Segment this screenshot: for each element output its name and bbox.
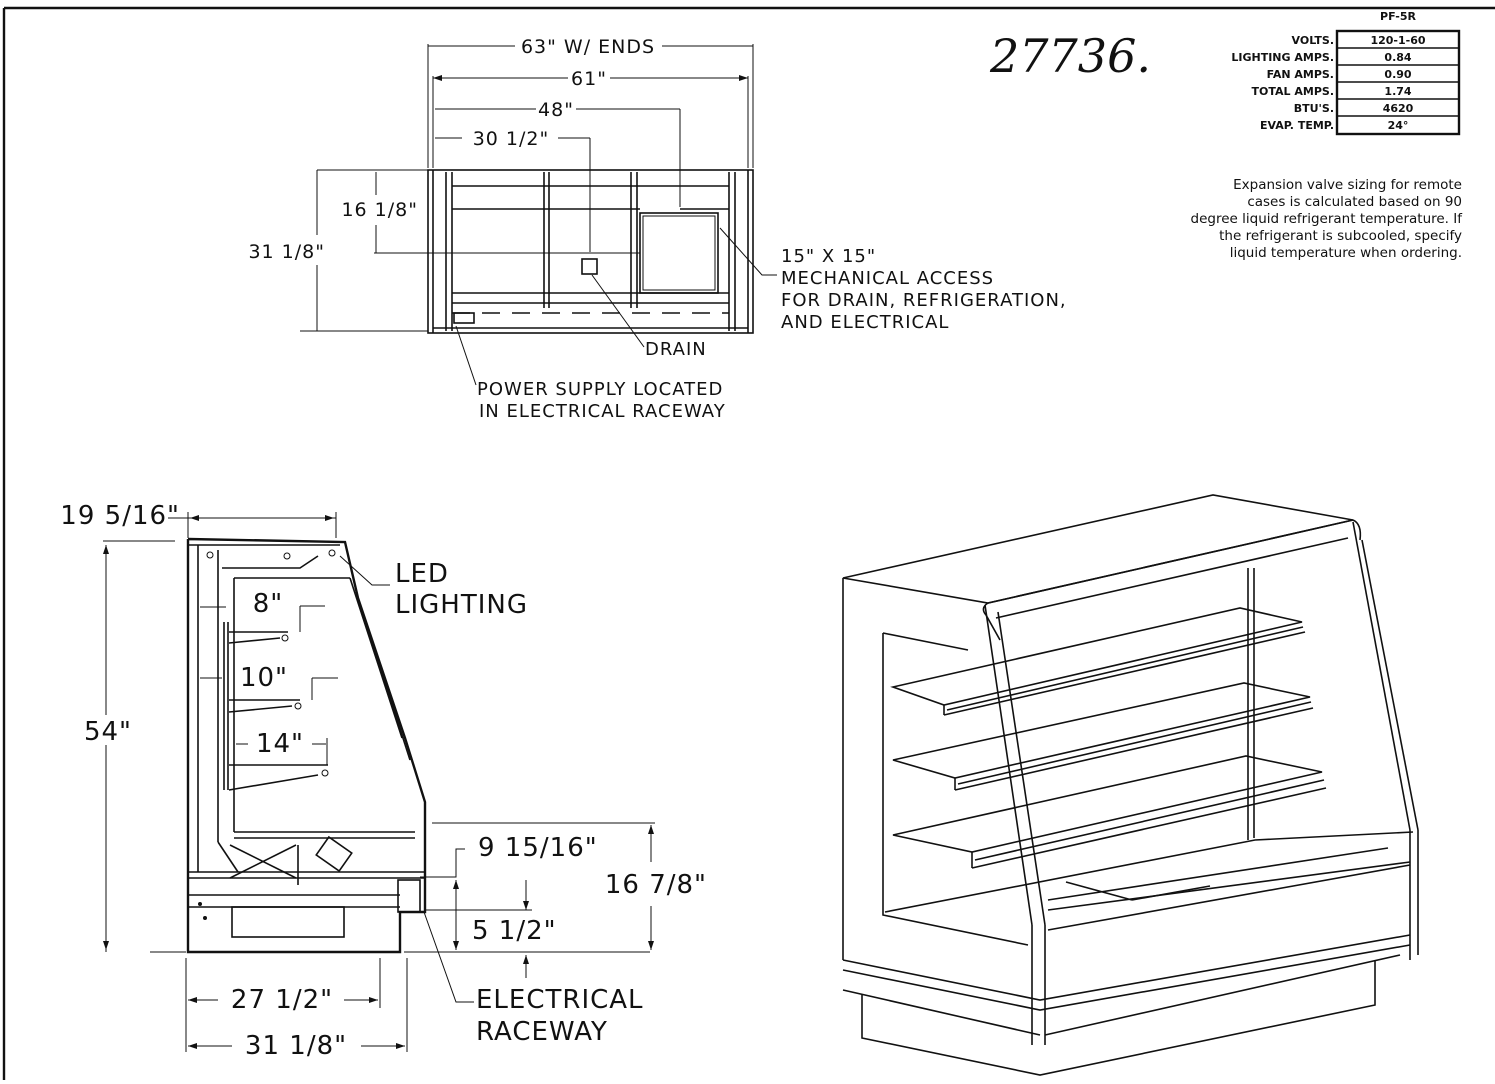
dim-5-half: 5 1/2" — [472, 916, 557, 946]
dim-19-5-16: 19 5/16" — [60, 501, 180, 531]
dim-31-eighth-section: 31 1/8" — [245, 1031, 347, 1061]
raceway-label-2: RACEWAY — [476, 1017, 608, 1047]
dim-shelf-10: 10" — [240, 663, 288, 693]
spec-label: EVAP. TEMP. — [1260, 119, 1334, 132]
note-line: Expansion valve sizing for remote — [1233, 177, 1462, 193]
drain-symbol — [581, 258, 598, 275]
expansion-valve-note: Expansion valve sizing for remote cases … — [1191, 177, 1464, 261]
power-supply-box — [453, 312, 475, 324]
canopy-top — [842, 494, 1354, 604]
led-label-2: LIGHTING — [395, 590, 528, 620]
sheet-border — [2, 6, 1495, 1080]
access-label-1: MECHANICAL ACCESS — [781, 268, 994, 289]
dim-16-eighth: 16 1/8" — [341, 199, 418, 221]
spec-label: BTU'S. — [1294, 102, 1334, 115]
dim-27-half: 27 1/2" — [231, 985, 333, 1015]
shelf — [892, 682, 1314, 791]
spec-value: 120-1-60 — [1370, 34, 1425, 47]
dim-9-15-16: 9 15/16" — [478, 833, 598, 863]
led-label-1: LED — [395, 559, 449, 589]
power-supply-label-2: IN ELECTRICAL RACEWAY — [479, 401, 726, 422]
spec-label: FAN AMPS. — [1267, 68, 1334, 81]
spec-row: EVAP. TEMP. 24° — [1260, 119, 1408, 132]
spec-row: TOTAL AMPS. 1.74 — [1252, 85, 1412, 98]
mechanical-access-panel — [639, 212, 719, 294]
dim-shelf-8: 8" — [253, 589, 284, 619]
base-panel — [231, 906, 345, 938]
dim-shelf-14: 14" — [256, 729, 304, 759]
section-view: 19 5/16" 54" — [60, 501, 707, 1061]
dim-48: 48" — [538, 99, 574, 121]
spec-row: BTU'S. 4620 — [1294, 102, 1414, 115]
fan-motor — [315, 835, 353, 873]
dim-61: 61" — [571, 68, 607, 90]
spec-value: 0.84 — [1384, 51, 1411, 64]
spec-value: 1.74 — [1384, 85, 1411, 98]
spec-model: PF-5R — [1380, 10, 1416, 23]
shelf — [892, 755, 1327, 869]
spec-label: TOTAL AMPS. — [1252, 85, 1334, 98]
access-size: 15" X 15" — [781, 246, 876, 267]
spec-row: VOLTS. 120-1-60 — [1292, 34, 1426, 47]
spec-label: VOLTS. — [1292, 34, 1334, 47]
spec-value: 0.90 — [1384, 68, 1411, 81]
spec-value: 4620 — [1383, 102, 1414, 115]
shelf — [890, 607, 1306, 716]
spec-row: FAN AMPS. 0.90 — [1267, 68, 1412, 81]
spec-value: 24° — [1388, 119, 1409, 132]
dim-63-with-ends: 63" W/ ENDS — [521, 36, 655, 58]
dim-16-7-8: 16 7/8" — [605, 870, 707, 900]
note-line: liquid temperature when ordering. — [1230, 245, 1462, 261]
spec-label: LIGHTING AMPS. — [1231, 51, 1334, 64]
electrical-spec-table: PF-5R VOLTS. 120-1-60 LIGHTING AMPS. 0.8… — [1231, 10, 1461, 136]
power-supply-label-1: POWER SUPPLY LOCATED — [477, 379, 723, 400]
note-line: cases is calculated based on 90 — [1247, 194, 1462, 210]
handwritten-note: 27736. — [989, 29, 1151, 83]
plan-view: 63" W/ ENDS 61" 48" 30 1/2" 31 1/8" 16 1… — [248, 36, 1067, 422]
electrical-raceway-box — [397, 879, 421, 913]
access-label-2: FOR DRAIN, REFRIGERATION, — [781, 290, 1067, 311]
dim-30-half: 30 1/2" — [473, 128, 550, 150]
raceway-label-1: ELECTRICAL — [476, 985, 644, 1015]
access-label-3: AND ELECTRICAL — [781, 312, 949, 333]
spec-row: LIGHTING AMPS. 0.84 — [1231, 51, 1412, 64]
isometric-view — [842, 494, 1419, 1076]
note-line: degree liquid refrigerant temperature. I… — [1191, 211, 1464, 227]
drain-label: DRAIN — [645, 339, 707, 360]
dim-54: 54" — [84, 717, 132, 747]
note-line: the refrigerant is subcooled, specify — [1219, 228, 1462, 244]
dim-31-eighth-plan: 31 1/8" — [248, 241, 325, 263]
